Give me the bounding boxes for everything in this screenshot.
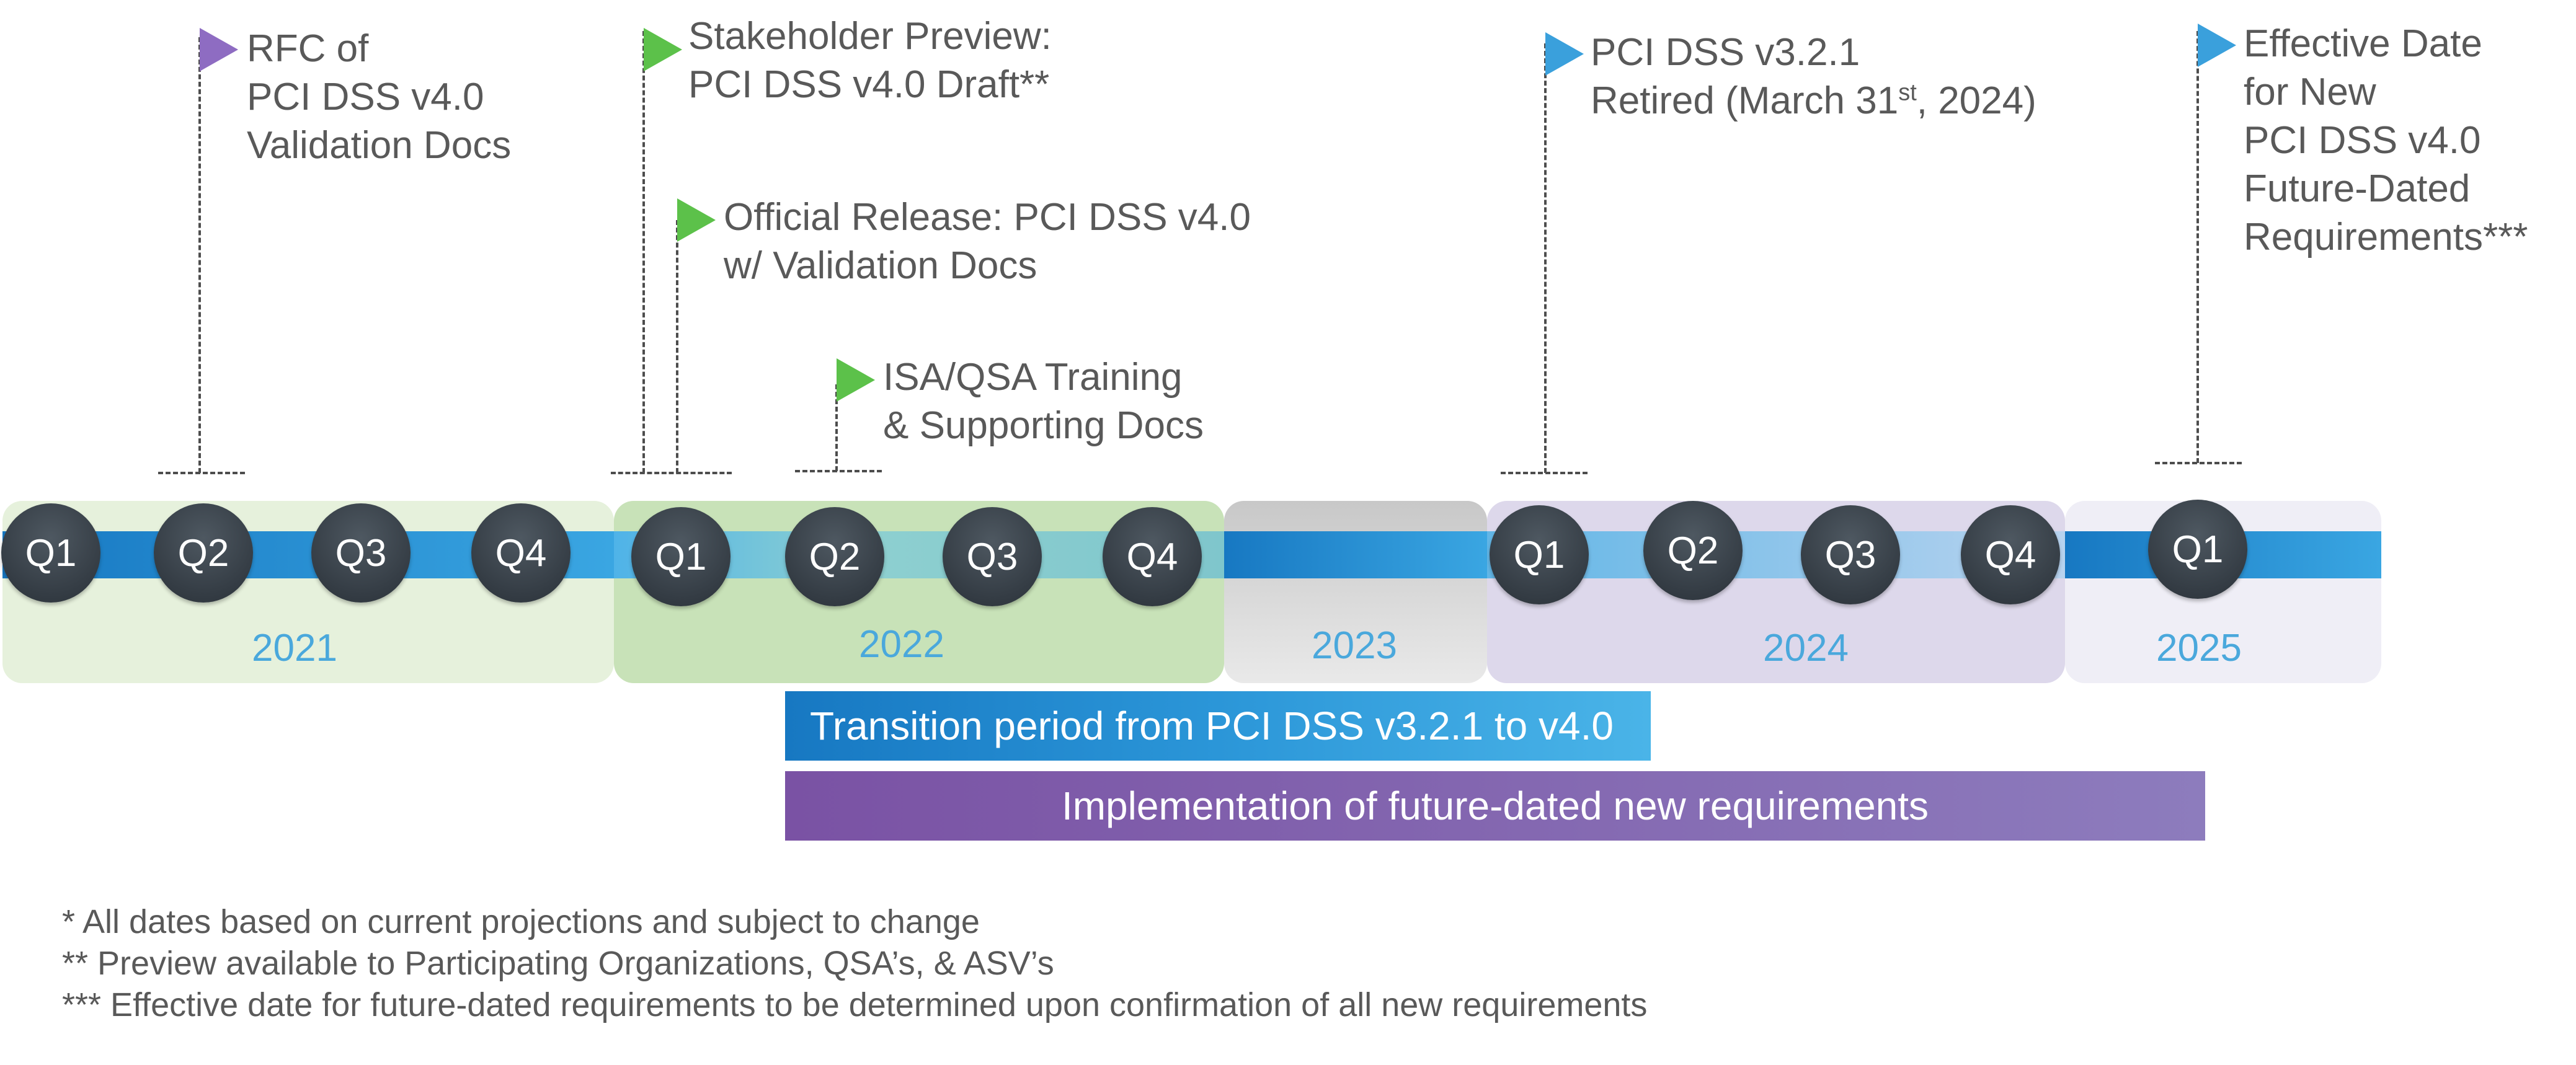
green-flag-icon bbox=[677, 198, 716, 242]
milestone-training: ISA/QSA Training & Supporting Docs bbox=[883, 353, 1204, 450]
milestone-base bbox=[158, 472, 245, 474]
implementation-period-label: Implementation of future-dated new requi… bbox=[1061, 784, 1929, 828]
year-label-2021: 2021 bbox=[252, 627, 337, 669]
milestone-retired-line: Retired (March 31st, 2024) bbox=[1591, 77, 2036, 125]
year-label-2022: 2022 bbox=[859, 623, 944, 666]
quarter-2022-q4: Q4 bbox=[1103, 507, 1202, 606]
quarter-2021-q3: Q3 bbox=[311, 503, 411, 603]
milestone-effective-date: Effective Date for New PCI DSS v4.0 Futu… bbox=[2244, 20, 2528, 262]
milestone-stakeholder-preview-line: PCI DSS v4.0 Draft** bbox=[688, 63, 1050, 106]
milestone-rfc-line: PCI DSS v4.0 bbox=[247, 76, 484, 118]
milestone-rfc: RFC of PCI DSS v4.0 Validation Docs bbox=[247, 25, 511, 170]
milestone-official-release-line: w/ Validation Docs bbox=[724, 244, 1037, 287]
milestone-effective-date-line: Effective Date bbox=[2244, 22, 2482, 65]
milestone-base bbox=[1501, 472, 1588, 474]
year-label-2023: 2023 bbox=[1312, 624, 1397, 667]
footnote: *** Effective date for future-dated requ… bbox=[62, 986, 1648, 1023]
footnote: * All dates based on current projections… bbox=[62, 903, 980, 940]
milestone-official-release: Official Release: PCI DSS v4.0 w/ Valida… bbox=[724, 193, 1251, 290]
milestone-effective-date-line: PCI DSS v4.0 bbox=[2244, 119, 2481, 162]
milestone-retired-date-suffix: st bbox=[1898, 79, 1917, 106]
transition-period-bar: Transition period from PCI DSS v3.2.1 to… bbox=[785, 691, 1651, 761]
year-label-2025: 2025 bbox=[2156, 627, 2242, 669]
milestone-base bbox=[611, 472, 732, 474]
milestone-effective-date-line: Future-Dated bbox=[2244, 167, 2471, 210]
quarter-2022-q3: Q3 bbox=[943, 507, 1042, 606]
quarter-2024-q4: Q4 bbox=[1961, 505, 2060, 604]
milestone-training-line: ISA/QSA Training bbox=[883, 356, 1183, 399]
year-label-2024: 2024 bbox=[1763, 627, 1849, 669]
flag-pole bbox=[642, 31, 645, 473]
milestone-retired-date-year: , 2024) bbox=[1916, 79, 2036, 122]
green-flag-icon bbox=[837, 358, 875, 402]
milestone-training-line: & Supporting Docs bbox=[883, 404, 1204, 447]
milestone-effective-date-line: Requirements*** bbox=[2244, 216, 2528, 259]
milestone-rfc-line: Validation Docs bbox=[247, 124, 512, 167]
blue-flag-icon bbox=[2198, 24, 2236, 67]
flag-pole bbox=[835, 384, 838, 471]
flag-pole bbox=[198, 37, 201, 473]
milestone-stakeholder-preview-line: Stakeholder Preview: bbox=[688, 15, 1052, 58]
milestone-base bbox=[795, 470, 882, 472]
quarter-2021-q4: Q4 bbox=[471, 503, 571, 603]
timeline-bar bbox=[1224, 531, 1487, 578]
flag-pole bbox=[1544, 43, 1547, 473]
quarter-2021-q2: Q2 bbox=[154, 503, 253, 603]
milestone-base bbox=[2155, 462, 2242, 464]
green-flag-icon bbox=[644, 28, 682, 71]
flag-pole bbox=[2196, 31, 2199, 463]
transition-period-label: Transition period from PCI DSS v3.2.1 to… bbox=[810, 704, 1614, 748]
implementation-period-bar: Implementation of future-dated new requi… bbox=[785, 771, 2205, 841]
quarter-2025-q1: Q1 bbox=[2148, 500, 2247, 599]
quarter-2024-q1: Q1 bbox=[1490, 505, 1589, 604]
quarter-2022-q2: Q2 bbox=[785, 507, 884, 606]
blue-flag-icon bbox=[1545, 32, 1584, 76]
milestone-rfc-line: RFC of bbox=[247, 27, 369, 70]
footnote: ** Preview available to Participating Or… bbox=[62, 945, 1054, 982]
quarter-2024-q3: Q3 bbox=[1801, 505, 1900, 604]
milestone-retired-line: PCI DSS v3.2.1 bbox=[1591, 31, 1860, 74]
quarter-2024-q2: Q2 bbox=[1643, 501, 1743, 600]
milestone-retired-date: Retired (March 31 bbox=[1591, 79, 1899, 122]
purple-flag-icon bbox=[200, 28, 238, 71]
quarter-2021-q1: Q1 bbox=[1, 503, 100, 603]
milestone-retired: PCI DSS v3.2.1 Retired (March 31st, 2024… bbox=[1591, 29, 2036, 125]
flag-pole bbox=[676, 220, 678, 473]
milestone-effective-date-line: for New bbox=[2244, 71, 2376, 113]
milestone-stakeholder-preview: Stakeholder Preview: PCI DSS v4.0 Draft*… bbox=[688, 12, 1052, 109]
quarter-2022-q1: Q1 bbox=[631, 507, 731, 606]
milestone-official-release-line: Official Release: PCI DSS v4.0 bbox=[724, 196, 1251, 239]
